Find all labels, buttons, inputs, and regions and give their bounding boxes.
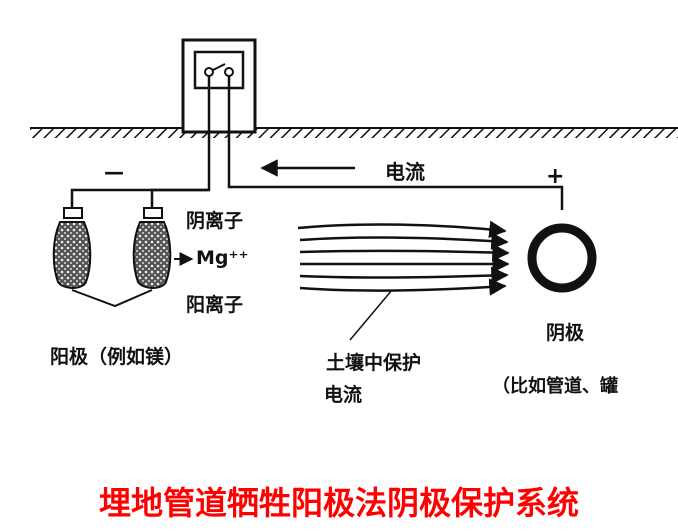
soil-current-label-1: 土壤中保护 (326, 352, 422, 374)
anode-left-icon (52, 207, 92, 289)
cathode-label: 阴极 (546, 322, 585, 344)
anode-label: 阳极（例如镁） (50, 346, 184, 368)
cathodic-protection-diagram (30, 38, 678, 341)
wiring (70, 76, 564, 212)
soil-current-label-2: 电流 (324, 384, 363, 406)
minus-sign: — (104, 160, 124, 184)
ground-surface (30, 128, 678, 138)
anode-right-icon (132, 207, 172, 289)
test-station-box (181, 38, 257, 134)
plus-sign: + (546, 164, 565, 189)
current-label: 电流 (385, 160, 425, 184)
anion-label: 阳离子 (186, 294, 244, 316)
mg-ion-label: Mg⁺⁺ (196, 247, 249, 269)
diagram-caption: 埋地管道牺牲阳极法阴极保护系统 (98, 484, 579, 522)
cation-label: 阴离子 (186, 210, 244, 232)
label-pointer (349, 289, 393, 341)
pipe-cathode-icon (527, 223, 597, 293)
cathode-example-label: （比如管道、罐 (492, 376, 618, 397)
soil-current-lines (297, 220, 510, 296)
anode-connector (71, 289, 153, 308)
